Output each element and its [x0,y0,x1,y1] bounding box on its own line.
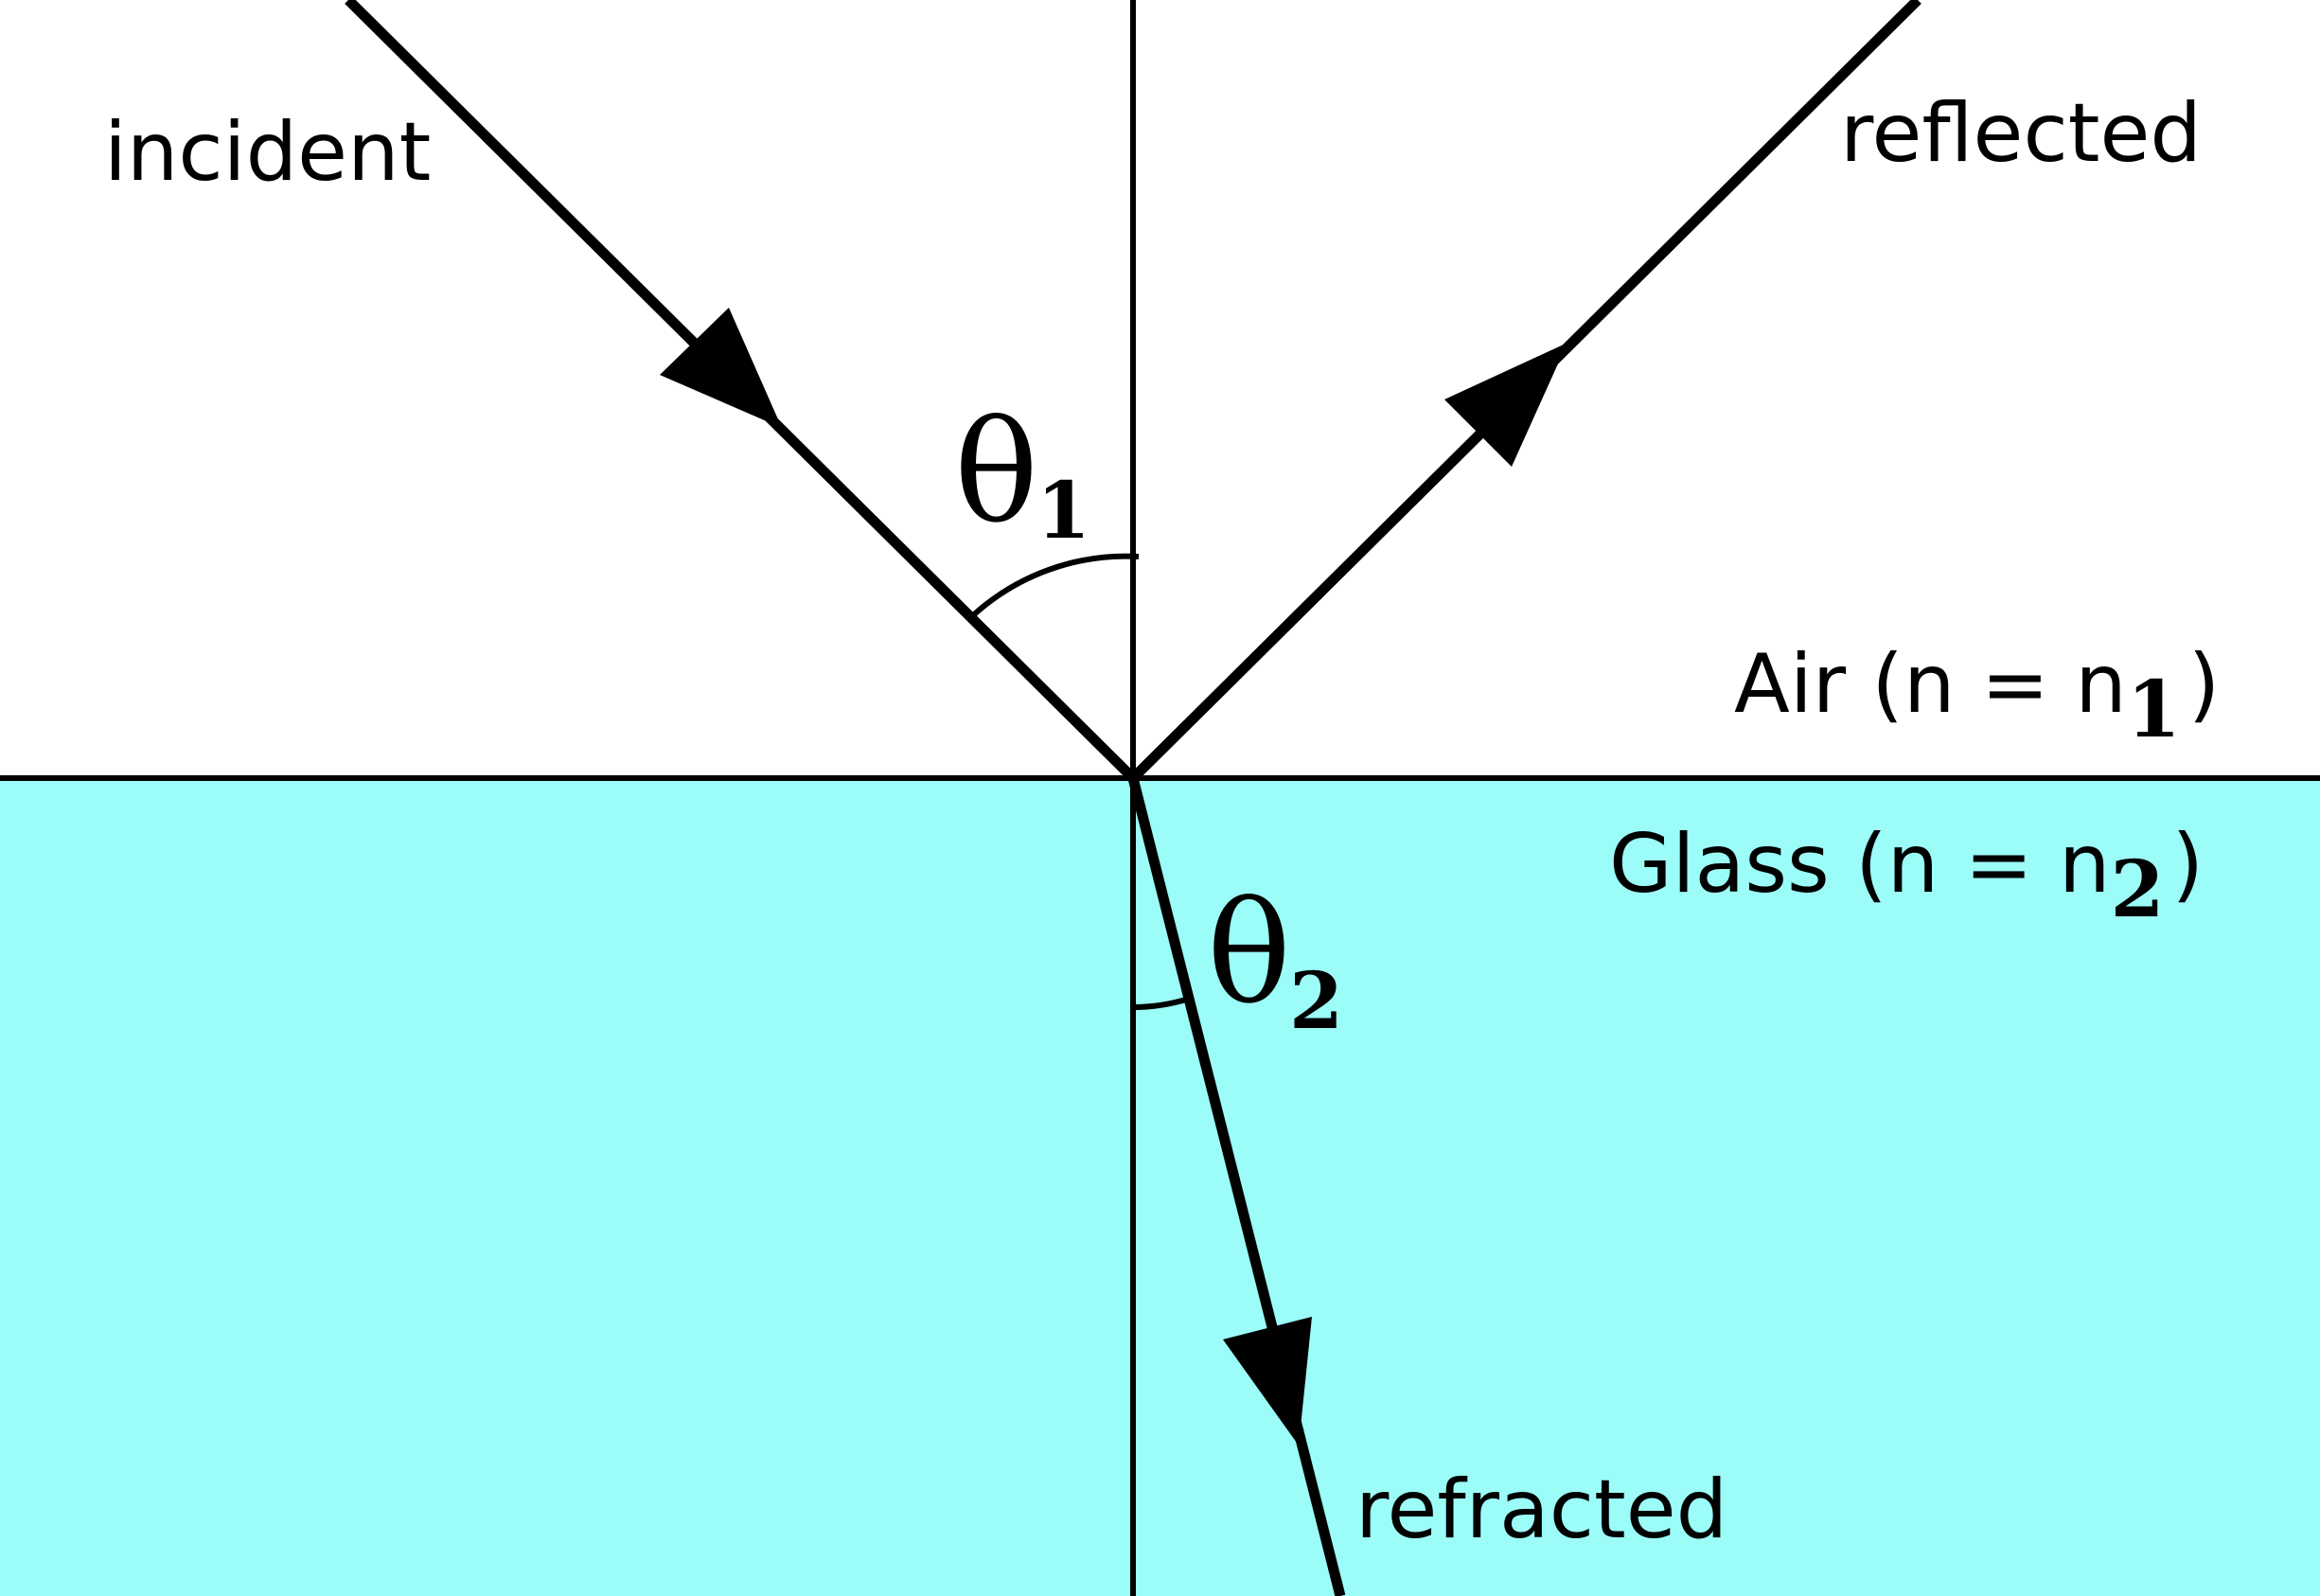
theta2-arc [1132,996,1190,1010]
theta1-subscript: 1 [1036,466,1090,557]
theta2-symbol: θ [1207,872,1291,1035]
air-medium-label: Air (n = n1) [1734,637,2220,755]
air-subscript: 1 [2127,665,2181,755]
glass-medium-label: Glass (n = n2) [1609,817,2204,935]
refracted-label: refracted [1355,1463,1727,1557]
incident-label: incident [104,105,431,200]
air-suffix: ) [2188,637,2221,732]
incident-arrowhead [660,308,782,428]
theta1-arc [969,553,1140,619]
glass-region [0,778,2320,1596]
glass-subscript: 2 [2110,844,2164,935]
theta1-symbol: θ [954,391,1038,554]
refracted-ray [1127,776,1346,1596]
glass-suffix: ) [2172,817,2205,912]
glass-prefix: Glass (n = n [1609,817,2110,912]
air-prefix: Air (n = n [1734,637,2127,732]
theta2-subscript: 2 [1289,956,1343,1047]
air-region [0,0,2320,778]
reflected-label: reflected [1840,86,2202,181]
refracted-arrowhead [1223,1317,1312,1445]
reflected-arrowhead [1444,343,1567,467]
